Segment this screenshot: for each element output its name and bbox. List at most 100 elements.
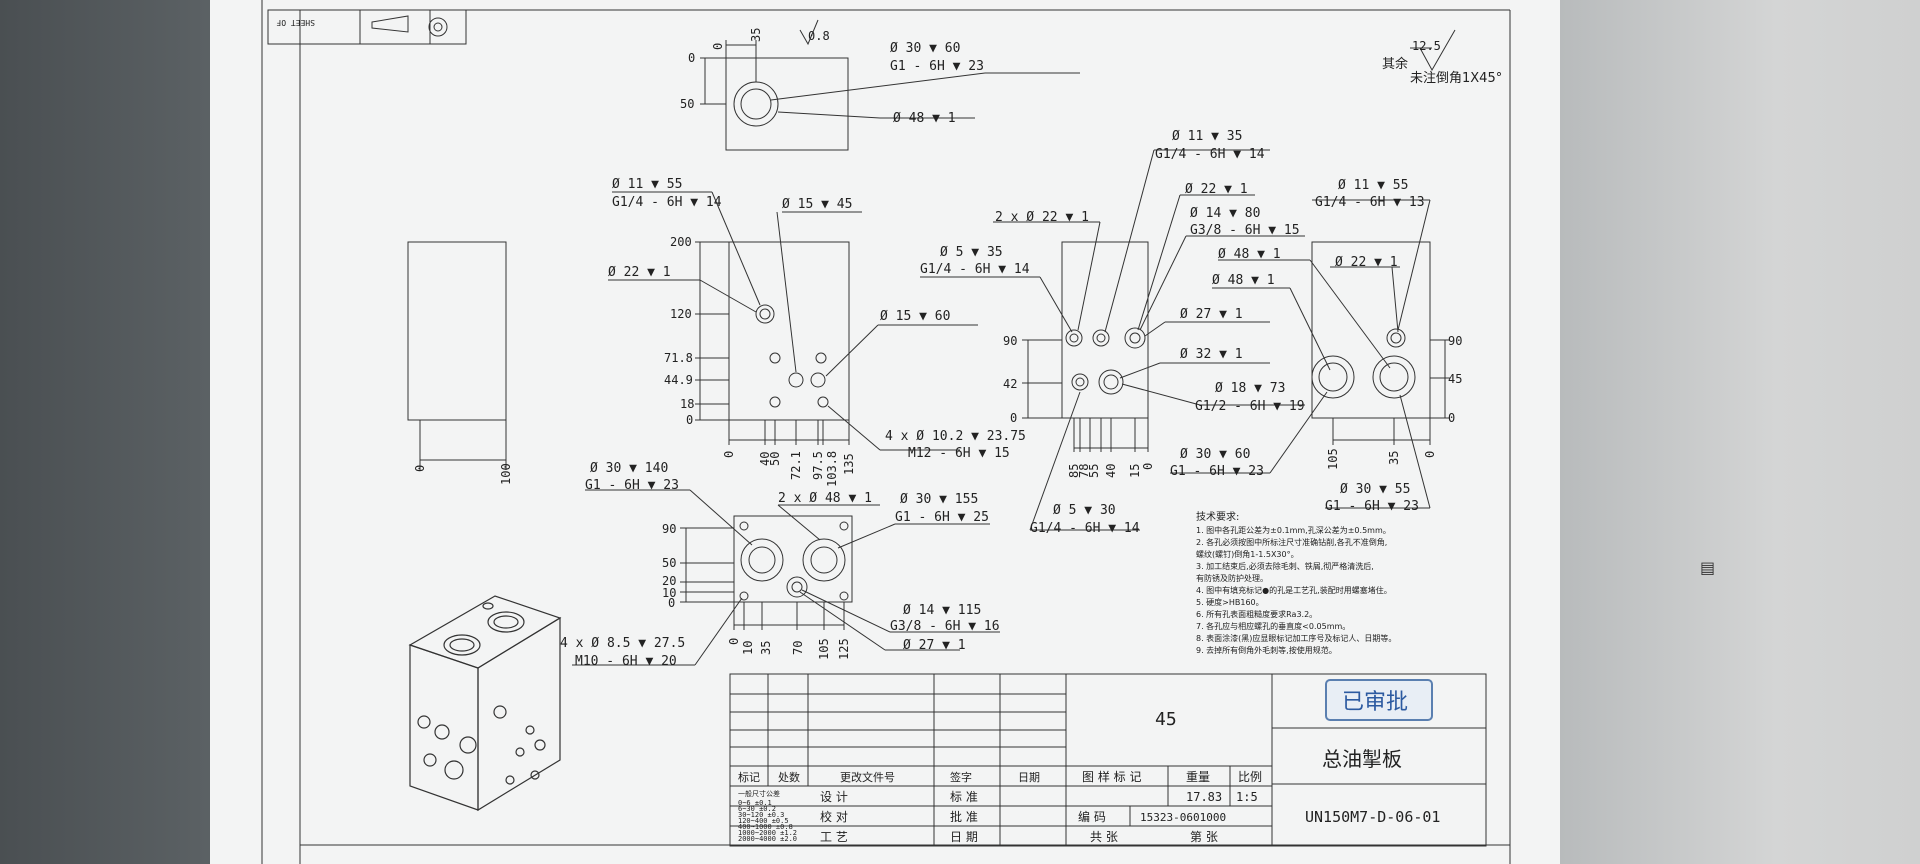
- svg-text:工 艺: 工 艺: [820, 830, 848, 844]
- svg-text:共 张: 共 张: [1090, 830, 1118, 844]
- taper-symbol: [371, 15, 409, 33]
- svg-text:Ø 14 ▼ 115: Ø 14 ▼ 115: [903, 603, 981, 618]
- svg-text:0~6 ±0.1: 0~6 ±0.1: [738, 799, 772, 807]
- mid-view: [920, 149, 1305, 531]
- svg-text:0: 0: [722, 451, 736, 458]
- right-vdims: 90 45 0: [1448, 334, 1462, 425]
- svg-text:3. 加工结束后,必须去除毛刺、铁屑,彻严格清洗后,: 3. 加工结束后,必须去除毛刺、铁屑,彻严格清洗后,: [1196, 561, 1374, 571]
- svg-text:Ø 30 ▼ 155: Ø 30 ▼ 155: [900, 492, 978, 507]
- svg-text:2000~4000 ±2.0: 2000~4000 ±2.0: [738, 835, 797, 843]
- svg-text:2 x Ø 22 ▼ 1: 2 x Ø 22 ▼ 1: [995, 210, 1089, 225]
- svg-text:4. 图中有填充标记●的孔是工艺孔,装配时用螺塞堵住。: 4. 图中有填充标记●的孔是工艺孔,装配时用螺塞堵住。: [1196, 585, 1392, 595]
- svg-text:15: 15: [1128, 464, 1142, 478]
- isometric-view: [408, 595, 562, 812]
- svg-text:0: 0: [711, 43, 725, 50]
- svg-text:0: 0: [1448, 411, 1455, 425]
- svg-text:G1 - 6H ▼ 23: G1 - 6H ▼ 23: [585, 478, 679, 493]
- svg-text:Ø 22 ▼ 1: Ø 22 ▼ 1: [1185, 182, 1248, 197]
- svg-text:125: 125: [837, 638, 851, 660]
- part-name: 总油掣板: [1322, 747, 1402, 771]
- svg-text:97.5: 97.5: [811, 451, 825, 480]
- svg-text:G1/4 - 6H ▼ 14: G1/4 - 6H ▼ 14: [1155, 147, 1265, 162]
- svg-text:第 张: 第 张: [1190, 830, 1218, 844]
- svg-text:35: 35: [1387, 451, 1401, 465]
- title-block: [729, 673, 1487, 847]
- monitor-bezel-right: [1560, 0, 1920, 864]
- svg-text:5. 硬度>HB160。: 5. 硬度>HB160。: [1196, 597, 1264, 607]
- svg-text:日期: 日期: [1018, 771, 1040, 784]
- svg-text:0: 0: [688, 51, 695, 65]
- svg-text:40: 40: [758, 452, 772, 466]
- tolerance-table: 一般尺寸公差 0~6 ±0.1 6~30 ±0.2 30~120 ±0.3 12…: [738, 789, 797, 843]
- svg-text:200: 200: [670, 235, 692, 249]
- svg-text:4 x Ø 10.2 ▼ 23.75: 4 x Ø 10.2 ▼ 23.75: [885, 429, 1026, 444]
- svg-text:90: 90: [1003, 334, 1017, 348]
- mid-hdims: 85 78 55 40 15 0: [1067, 463, 1155, 478]
- svg-text:签字: 签字: [950, 770, 972, 784]
- approved-stamp[interactable]: 已审批: [1325, 679, 1433, 721]
- svg-text:85: 85: [1067, 464, 1081, 478]
- svg-text:设 计: 设 计: [820, 790, 848, 804]
- svg-text:105: 105: [1326, 448, 1340, 470]
- left-side-view: [407, 241, 507, 470]
- svg-text:6. 所有孔表面粗糙度要求Ra3.2。: 6. 所有孔表面粗糙度要求Ra3.2。: [1196, 609, 1317, 619]
- svg-text:编 码: 编 码: [1078, 809, 1106, 824]
- sheet-of-label: SHEET OF: [276, 18, 315, 27]
- svg-text:0.8: 0.8: [808, 29, 830, 43]
- svg-text:M12 - 6H ▼ 15: M12 - 6H ▼ 15: [908, 446, 1010, 461]
- svg-text:12.5: 12.5: [1412, 39, 1441, 53]
- part-number: 45: [1155, 709, 1177, 730]
- svg-text:Ø 11 ▼ 55: Ø 11 ▼ 55: [1338, 178, 1408, 193]
- svg-text:100: 100: [499, 463, 513, 485]
- svg-text:G3/8 - 6H ▼ 16: G3/8 - 6H ▼ 16: [890, 619, 1000, 634]
- svg-text:0: 0: [1423, 451, 1437, 458]
- svg-text:更改文件号: 更改文件号: [840, 770, 895, 784]
- svg-text:70: 70: [791, 641, 805, 655]
- svg-text:40: 40: [1104, 464, 1118, 478]
- side-glyph: ▤: [1700, 558, 1716, 577]
- svg-text:2. 各孔必须按图中所标注尺寸准确钻削,各孔不准倒角,: 2. 各孔必须按图中所标注尺寸准确钻削,各孔不准倒角,: [1196, 537, 1387, 547]
- svg-text:1. 图中各孔距公差为±0.1mm,孔深公差为±0.5mm。: 1. 图中各孔距公差为±0.1mm,孔深公差为±0.5mm。: [1196, 525, 1391, 535]
- right-hdims: 105 35 0: [1326, 448, 1437, 470]
- svg-text:校 对: 校 对: [820, 809, 848, 824]
- svg-text:Ø 11 ▼ 35: Ø 11 ▼ 35: [1172, 129, 1242, 144]
- svg-text:重量: 重量: [1186, 770, 1210, 784]
- svg-text:G1/4 - 6H ▼ 14: G1/4 - 6H ▼ 14: [920, 262, 1030, 277]
- svg-text:71.8: 71.8: [664, 351, 693, 365]
- svg-text:Ø 5 ▼ 30: Ø 5 ▼ 30: [1053, 503, 1116, 518]
- mid-vdims: 90 42 0: [1003, 334, 1017, 425]
- bottom-vdims: 90 50 20 10 0: [662, 522, 676, 610]
- svg-text:2 x Ø 48 ▼ 1: 2 x Ø 48 ▼ 1: [778, 491, 872, 506]
- bottom-hdims: 0 10 35 70 105 125: [727, 638, 851, 660]
- svg-text:Ø 48 ▼ 1: Ø 48 ▼ 1: [1218, 247, 1281, 262]
- svg-text:G1 - 6H ▼ 25: G1 - 6H ▼ 25: [895, 510, 989, 525]
- svg-text:78: 78: [1077, 464, 1091, 478]
- svg-text:G1 - 6H ▼ 23: G1 - 6H ▼ 23: [1325, 499, 1419, 514]
- svg-text:7. 各孔应与相应螺孔的垂直度<0.05mm。: 7. 各孔应与相应螺孔的垂直度<0.05mm。: [1196, 621, 1350, 631]
- svg-text:标记: 标记: [738, 770, 760, 784]
- svg-text:日 期: 日 期: [950, 830, 978, 844]
- svg-text:0: 0: [668, 596, 675, 610]
- svg-text:45: 45: [1448, 372, 1462, 386]
- svg-text:90: 90: [662, 522, 676, 536]
- right-view: [1170, 199, 1450, 509]
- svg-text:0: 0: [686, 413, 693, 427]
- svg-text:Ø 11 ▼ 55: Ø 11 ▼ 55: [612, 177, 682, 192]
- svg-text:90: 90: [1448, 334, 1462, 348]
- svg-text:0: 0: [727, 638, 741, 645]
- svg-text:105: 105: [817, 638, 831, 660]
- svg-text:M10 - 6H ▼ 20: M10 - 6H ▼ 20: [575, 654, 677, 669]
- top-view: [700, 19, 1080, 151]
- svg-text:处数: 处数: [778, 771, 800, 784]
- svg-text:G1/4 - 6H ▼ 14: G1/4 - 6H ▼ 14: [612, 195, 722, 210]
- svg-text:Ø 30 ▼ 55: Ø 30 ▼ 55: [1340, 482, 1410, 497]
- top-label-3: Ø 48 ▼ 1: [893, 111, 956, 126]
- svg-text:10: 10: [741, 641, 755, 655]
- svg-text:Ø 30 ▼ 60: Ø 30 ▼ 60: [1180, 447, 1250, 462]
- svg-text:Ø 22 ▼ 1: Ø 22 ▼ 1: [1335, 255, 1398, 270]
- svg-text:20: 20: [662, 574, 676, 588]
- svg-text:批 准: 批 准: [950, 809, 978, 824]
- svg-text:15323-0601000: 15323-0601000: [1140, 811, 1226, 824]
- svg-text:G3/8 - 6H ▼ 15: G3/8 - 6H ▼ 15: [1190, 223, 1300, 238]
- svg-text:Ø 15 ▼ 60: Ø 15 ▼ 60: [880, 309, 950, 324]
